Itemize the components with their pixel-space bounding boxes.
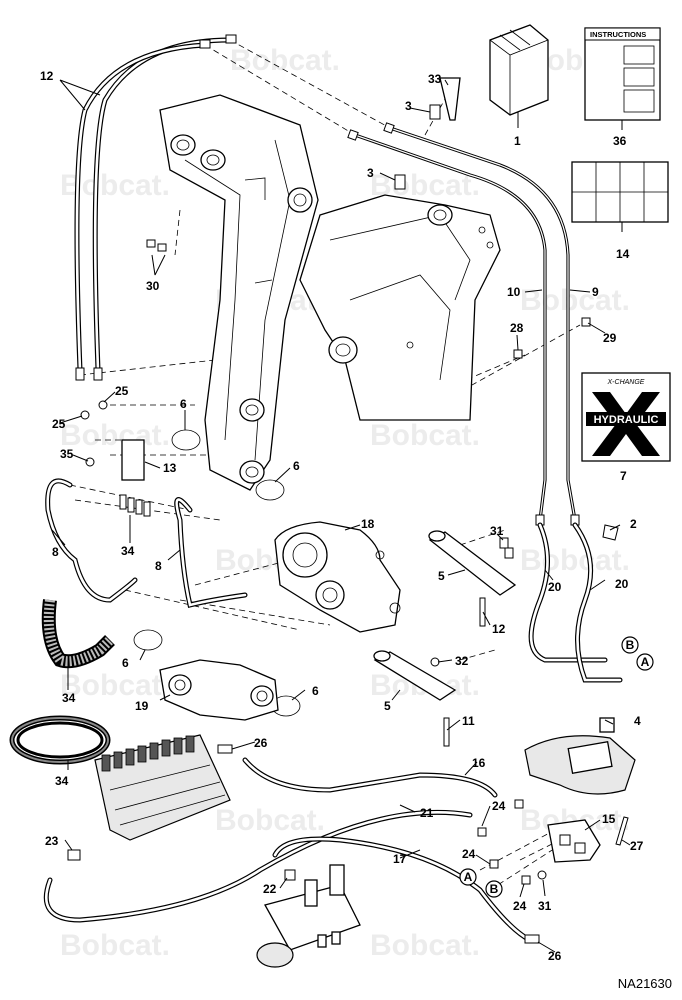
callout-1: 1 bbox=[514, 134, 521, 148]
callout-12: 11 bbox=[462, 714, 475, 728]
callout-25: 25 bbox=[115, 384, 129, 398]
x-change-decal: X-CHANGE HYDRAULIC bbox=[581, 372, 671, 462]
logo-top-text: X-CHANGE bbox=[607, 379, 645, 386]
watermark: Bobcat. bbox=[60, 669, 170, 702]
callout-15: 15 bbox=[602, 812, 616, 826]
watermark: Bobcat. bbox=[60, 419, 170, 452]
callout-36: 36 bbox=[613, 134, 627, 148]
callout-8: 8 bbox=[155, 559, 162, 573]
watermark: Bobcat. bbox=[370, 929, 480, 962]
callout-26: 26 bbox=[254, 736, 268, 750]
callout-6: 6 bbox=[180, 397, 187, 411]
watermark: Bobcat. bbox=[370, 419, 480, 452]
callout-12: 12 bbox=[492, 622, 506, 636]
instructions-sheet: INSTRUCTIONS bbox=[584, 27, 661, 121]
port-label-a: A bbox=[464, 870, 473, 884]
callout-16: 16 bbox=[472, 756, 486, 770]
pivot-housing bbox=[274, 521, 401, 633]
pivot-block bbox=[159, 659, 279, 721]
callout-19: 19 bbox=[135, 699, 149, 713]
callout-24: 24 bbox=[462, 847, 476, 861]
callout-21: 21 bbox=[420, 806, 434, 820]
callout-8: 8 bbox=[52, 545, 59, 559]
callout-28: 28 bbox=[510, 321, 524, 335]
bob-tach-plate bbox=[299, 194, 501, 421]
callout-11: 12 bbox=[40, 69, 54, 83]
callout-31: 32 bbox=[455, 654, 469, 668]
callout-32: 33 bbox=[428, 72, 442, 86]
callout-31: 31 bbox=[490, 524, 504, 538]
callout-6: 6 bbox=[293, 459, 300, 473]
callout-3: 3 bbox=[367, 166, 374, 180]
leader-lines bbox=[51, 79, 631, 953]
callout-26: 26 bbox=[548, 949, 562, 963]
callout-9: 9 bbox=[592, 285, 599, 299]
port-circles: B A A B bbox=[459, 636, 654, 898]
hoses-20 bbox=[528, 522, 623, 683]
callout-27: 27 bbox=[630, 839, 644, 853]
callout-30: 31 bbox=[538, 899, 552, 913]
watermark: Bobcat. bbox=[60, 929, 170, 962]
callout-13: 13 bbox=[163, 461, 177, 475]
callout-28: 29 bbox=[603, 331, 617, 345]
callout-23: 23 bbox=[45, 834, 59, 848]
callout-20: 20 bbox=[615, 577, 629, 591]
callout-24: 24 bbox=[492, 799, 506, 813]
lift-arm bbox=[159, 94, 319, 491]
handle-grip bbox=[524, 717, 636, 795]
callout-numbers: 12 33 3 3 1 36 14 30 10 9 28 29 25 6 25 … bbox=[40, 69, 644, 963]
callout-35: 35 bbox=[60, 447, 74, 461]
fittings bbox=[67, 77, 629, 944]
watermark: Bobcat. bbox=[215, 804, 325, 837]
callout-4: 4 bbox=[634, 714, 641, 728]
diverter-valve bbox=[547, 819, 601, 863]
watermark: Bobcat. bbox=[230, 44, 340, 77]
port-label-b: B bbox=[490, 882, 499, 896]
callout-33: 34 bbox=[121, 544, 135, 558]
callout-24: 24 bbox=[513, 899, 527, 913]
port-label-a: A bbox=[641, 655, 650, 669]
pins bbox=[373, 530, 517, 701]
callout-25: 25 bbox=[52, 417, 66, 431]
hoses-11 bbox=[74, 34, 237, 381]
callout-34: 34 bbox=[55, 774, 69, 788]
callout-29: 30 bbox=[146, 279, 160, 293]
o-rings bbox=[133, 429, 301, 717]
hose-sleeve bbox=[9, 599, 115, 765]
callout-34: 34 bbox=[62, 691, 76, 705]
callout-2: 2 bbox=[630, 517, 637, 531]
callout-18: 18 bbox=[361, 517, 375, 531]
callout-3: 3 bbox=[405, 99, 412, 113]
watermark: Bobcat. bbox=[520, 284, 630, 317]
control-valve bbox=[94, 734, 231, 841]
solenoid-block bbox=[256, 864, 361, 968]
kit-box bbox=[489, 24, 549, 116]
callout-10: 10 bbox=[507, 285, 521, 299]
callout-7: 7 bbox=[620, 469, 627, 483]
callout-5: 5 bbox=[438, 569, 445, 583]
callout-5: 5 bbox=[384, 699, 391, 713]
callout-14: 14 bbox=[616, 247, 630, 261]
instructions-title: INSTRUCTIONS bbox=[590, 30, 646, 39]
decal-sheet bbox=[571, 161, 669, 223]
callout-22: 22 bbox=[263, 882, 277, 896]
callout-6: 6 bbox=[312, 684, 319, 698]
steel-tubes bbox=[347, 122, 580, 526]
watermark: Bobcat. bbox=[520, 544, 630, 577]
callout-17: 17 bbox=[393, 852, 407, 866]
callout-6: 6 bbox=[122, 656, 129, 670]
figure-code: NA21630 bbox=[618, 976, 672, 991]
port-label-b: B bbox=[626, 638, 635, 652]
callout-20: 20 bbox=[548, 580, 562, 594]
hoses-8 bbox=[45, 478, 248, 609]
hoses-lower bbox=[43, 757, 533, 943]
logo-main-text: HYDRAULIC bbox=[594, 414, 659, 426]
